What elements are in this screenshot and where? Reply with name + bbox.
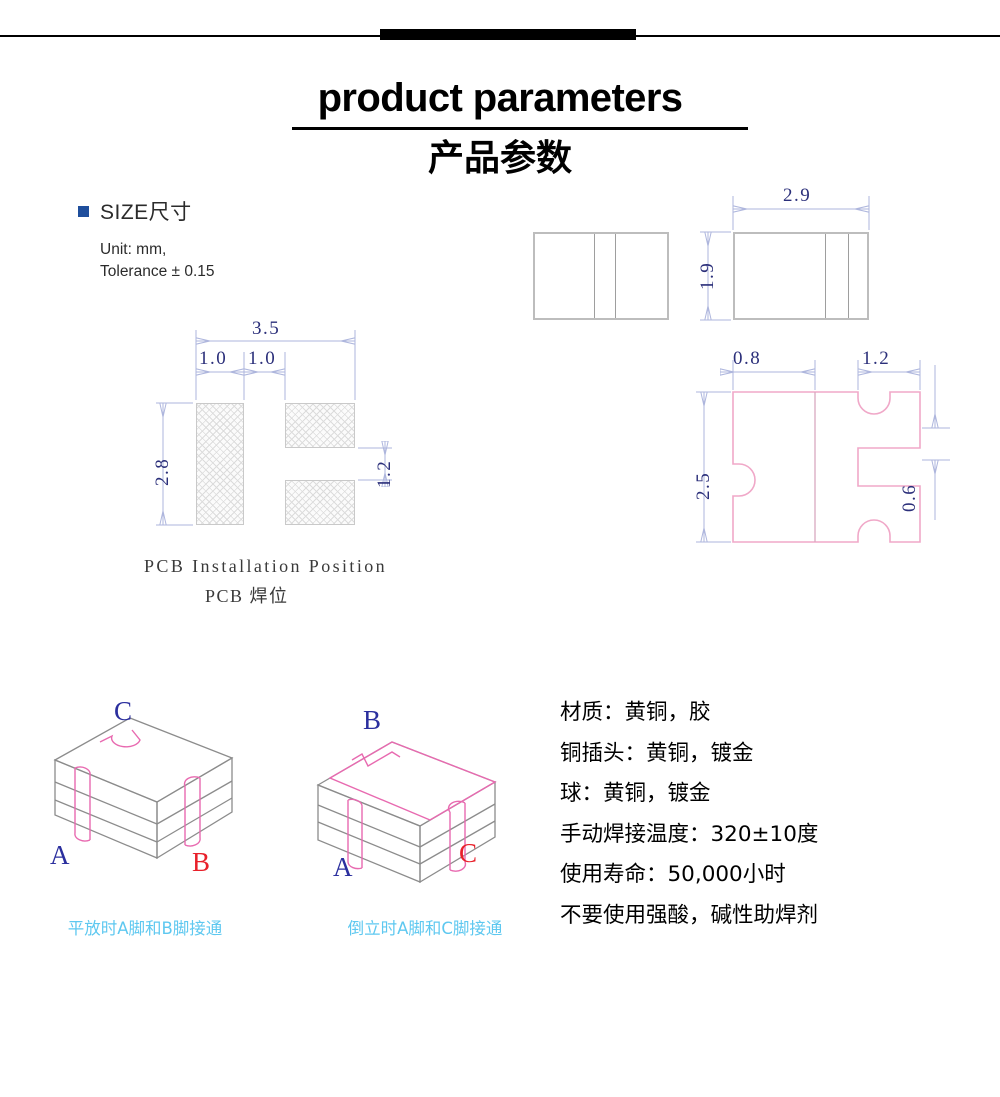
iso2-terminal-a: [347, 798, 363, 868]
iso2-label-right: C: [459, 838, 478, 868]
iso1-terminal-b: [183, 776, 201, 845]
iso1-right-face: [156, 756, 233, 860]
pcb-caption-english: PCB Installation Position: [144, 556, 388, 576]
side-view-right-body: [733, 232, 869, 320]
square-bullet-icon: [78, 205, 89, 217]
iso1-label-top: C: [114, 696, 133, 726]
iso2-top-outline: [328, 741, 497, 821]
pcb-pad-left: [196, 403, 244, 525]
pcb-dim-total-width: 3.5: [252, 318, 281, 339]
iso1-caption: 平放时A脚和B脚接通: [67, 919, 223, 938]
spec-item-flux-warning: 不要使用强酸，碱性助焊剂: [560, 902, 819, 928]
iso2-terminal-c: [447, 800, 466, 870]
iso2-terminal-b: [351, 751, 401, 767]
pcb-pad-top-right: [285, 403, 355, 448]
iso2-caption: 倒立时A脚和C脚接通: [347, 919, 503, 938]
iso2-right-face: [419, 780, 496, 884]
page-title-english: product parameters: [317, 76, 683, 120]
side-view-right-divider-1: [825, 234, 826, 318]
spec-item-copper-plug: 铜插头：黄铜，镀金: [560, 740, 754, 766]
pcb-pad-bottom-right: [285, 480, 355, 525]
spec-item-ball: 球：黄铜，镀金: [560, 781, 711, 806]
page-title-underline: [292, 127, 748, 130]
side-view-dim-width: 2.9: [783, 185, 812, 206]
side-view-right-divider-2: [848, 234, 849, 318]
page-title-chinese: 产品参数: [427, 138, 572, 179]
size-info-block: SIZE尺寸 Unit: mm, Tolerance ± 0.15: [78, 196, 215, 283]
spec-item-lifespan: 使用寿命：50,000小时: [560, 862, 786, 887]
iso2-label-top: B: [363, 705, 382, 735]
spec-item-material: 材质：黄铜，胶: [560, 700, 711, 725]
pcb-dim-gap-width: 1.0: [248, 348, 277, 369]
iso1-label-left: A: [50, 840, 70, 870]
iso2-label-left: A: [333, 852, 353, 882]
size-heading: SIZE尺寸: [78, 196, 215, 226]
pcb-dim-pad-width: 1.0: [199, 348, 228, 369]
bottom-view-dim-right: 1.2: [862, 348, 891, 369]
side-view-left-divider-1: [594, 234, 595, 318]
side-view-left-divider-2: [615, 234, 616, 318]
top-divider-accent-bar: [380, 29, 636, 40]
size-unit-tolerance-label: Unit: mm, Tolerance ± 0.15: [100, 241, 215, 280]
spec-item-solder-temperature: 手动焊接温度：320±10度: [560, 821, 819, 847]
iso1-label-right: B: [192, 847, 211, 877]
side-view-left-body: [533, 232, 669, 320]
iso1-terminal-c: [99, 729, 141, 748]
pcb-caption-chinese: PCB 焊位: [205, 586, 289, 606]
bottom-view-dim-left: 0.8: [733, 348, 762, 369]
bottom-view-outline: [732, 391, 921, 543]
size-title-label: SIZE尺寸: [100, 201, 192, 224]
specification-list: 材质：黄铜，胶 铜插头：黄铜，镀金 球：黄铜，镀金 手动焊接温度：320±10度…: [560, 693, 818, 936]
iso1-terminal-a: [74, 766, 91, 840]
